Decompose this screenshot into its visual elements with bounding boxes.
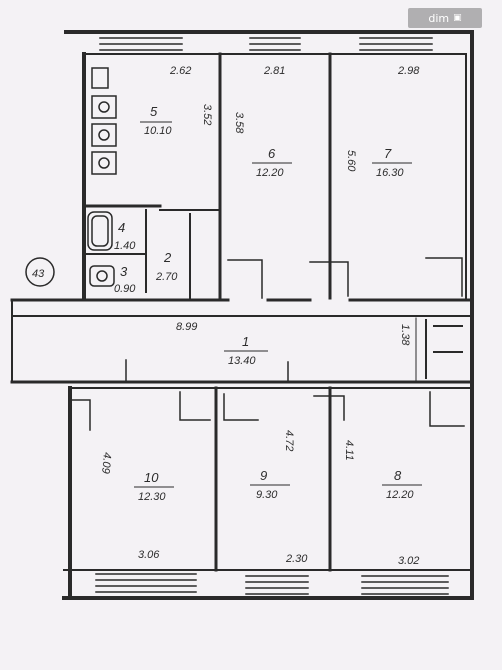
door-room-7b [425,257,463,297]
room-6-area: 12.20 [256,167,284,179]
watermark-text: dim [428,11,450,25]
room-5-number: 5 [150,104,158,119]
room-3-number: 3 [120,264,128,279]
window-top-right [359,31,433,51]
ria-logo-icon: ▣ [453,13,462,23]
room-10-number: 10 [144,470,159,485]
dim-corridor-length: 8.99 [176,321,197,333]
room-4-number: 4 [118,220,125,235]
stove-icon [91,67,117,175]
dim-top-6: 2.81 [263,65,285,77]
bathtub-icon [87,211,113,251]
dim-side-10: 4.09 [99,452,113,474]
room-1-area: 13.40 [228,355,256,367]
door-room-9 [223,393,259,421]
window-bottom-middle [245,575,309,595]
dim-side-7: 5.60 [345,150,357,172]
room-7-area: 16.30 [376,167,404,179]
toilet-icon [89,265,115,287]
stair-mark-label: 43 [32,268,45,280]
door-room-10 [71,391,211,431]
door-room-8 [313,391,465,427]
dim-top-5: 2.62 [169,65,191,77]
dim-top-7: 2.98 [397,65,420,77]
room-7-number: 7 [384,146,392,161]
dim-side-5: 3.52 [201,104,213,125]
room-5-area: 10.10 [144,125,172,137]
stair-mark-circle [25,257,55,287]
room-8-area: 12.20 [386,489,414,501]
room-6-number: 6 [268,146,276,161]
room-9-number: 9 [260,468,267,483]
watermark: dim ▣ [408,8,482,28]
room-8-number: 8 [394,468,402,483]
door-room-6 [227,259,263,299]
dim-corridor-width: 1.38 [399,324,411,346]
window-top-left [99,31,183,51]
dim-side-6: 3.58 [233,112,245,134]
window-bottom-left [95,573,197,593]
corridor-right-jamb [425,319,463,379]
room-10-area: 12.30 [138,491,166,503]
window-bottom-right [361,575,449,595]
room-4-area: 1.40 [114,240,136,252]
room-2-number: 2 [163,250,172,265]
dim-bottom-8: 3.02 [398,555,419,567]
room-1-number: 1 [242,334,249,349]
dim-bottom-9: 2.30 [285,553,308,565]
dim-side-8: 4.11 [343,440,355,461]
dim-bottom-10: 3.06 [138,549,160,561]
room-9-area: 9.30 [256,489,278,501]
room-3-area: 0.90 [114,283,136,295]
door-room-7 [309,261,349,297]
room-2-area: 2.70 [155,271,178,283]
window-top-middle [249,31,301,51]
dim-side-9: 4.72 [283,430,295,451]
